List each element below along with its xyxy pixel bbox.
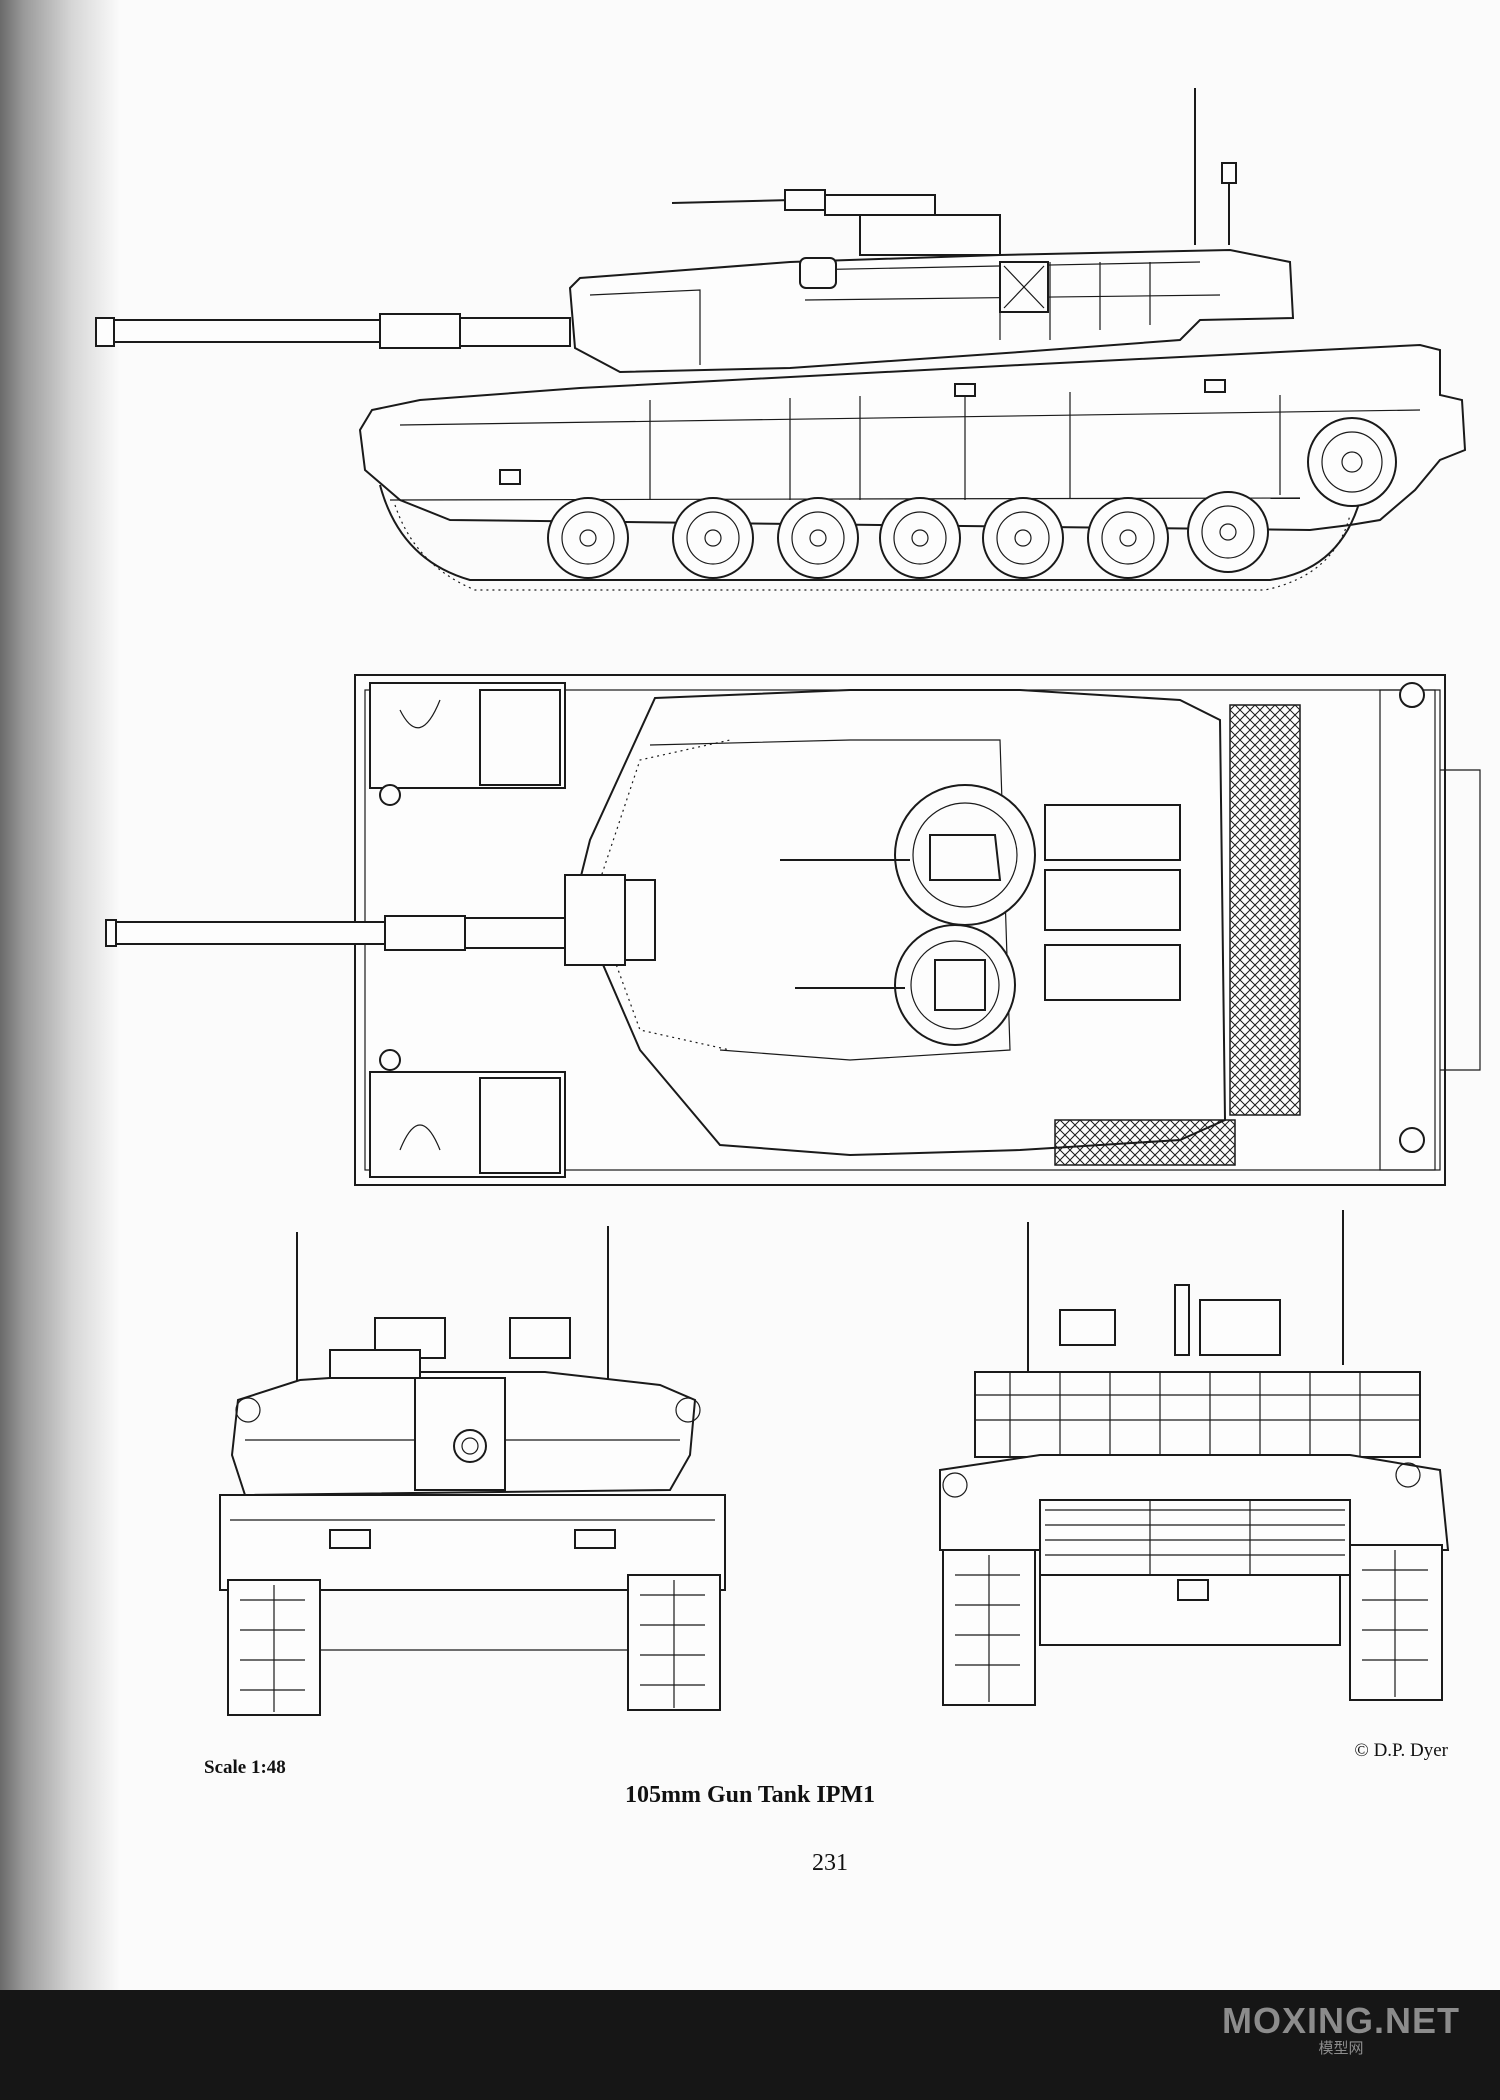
bustle-rack	[974, 1371, 1421, 1458]
gun-barrel-side	[101, 319, 393, 343]
track-side	[379, 484, 1361, 581]
tank-line-drawings	[95, 88, 1481, 1716]
front-view	[219, 1226, 726, 1716]
engine-grille-mesh	[1229, 704, 1301, 1116]
road-wheels	[547, 491, 1269, 579]
rear-view	[939, 1210, 1450, 1706]
page-number: 231	[812, 1850, 848, 1876]
turret-side	[568, 248, 1295, 374]
drive-sprocket	[1307, 417, 1397, 507]
track-rear-right	[1349, 1544, 1443, 1701]
figure-caption: 105mm Gun Tank IPM1	[624, 1782, 876, 1808]
site-watermark: MOXING.NET 模型网	[1221, 2000, 1460, 2057]
scale-note: Scale 1:48	[204, 1757, 286, 1778]
watermark-text: MOXING.NET	[1221, 2000, 1460, 2041]
side-view	[95, 88, 1467, 591]
gun-barrel-top	[111, 921, 398, 945]
scan-bottom-band	[0, 1990, 1500, 2100]
watermark-subtext: 模型网	[1318, 2040, 1364, 2057]
copyright-credit: © D.P. Dyer	[1354, 1740, 1448, 1761]
machine-gun-side	[671, 199, 793, 204]
top-view	[105, 674, 1481, 1186]
